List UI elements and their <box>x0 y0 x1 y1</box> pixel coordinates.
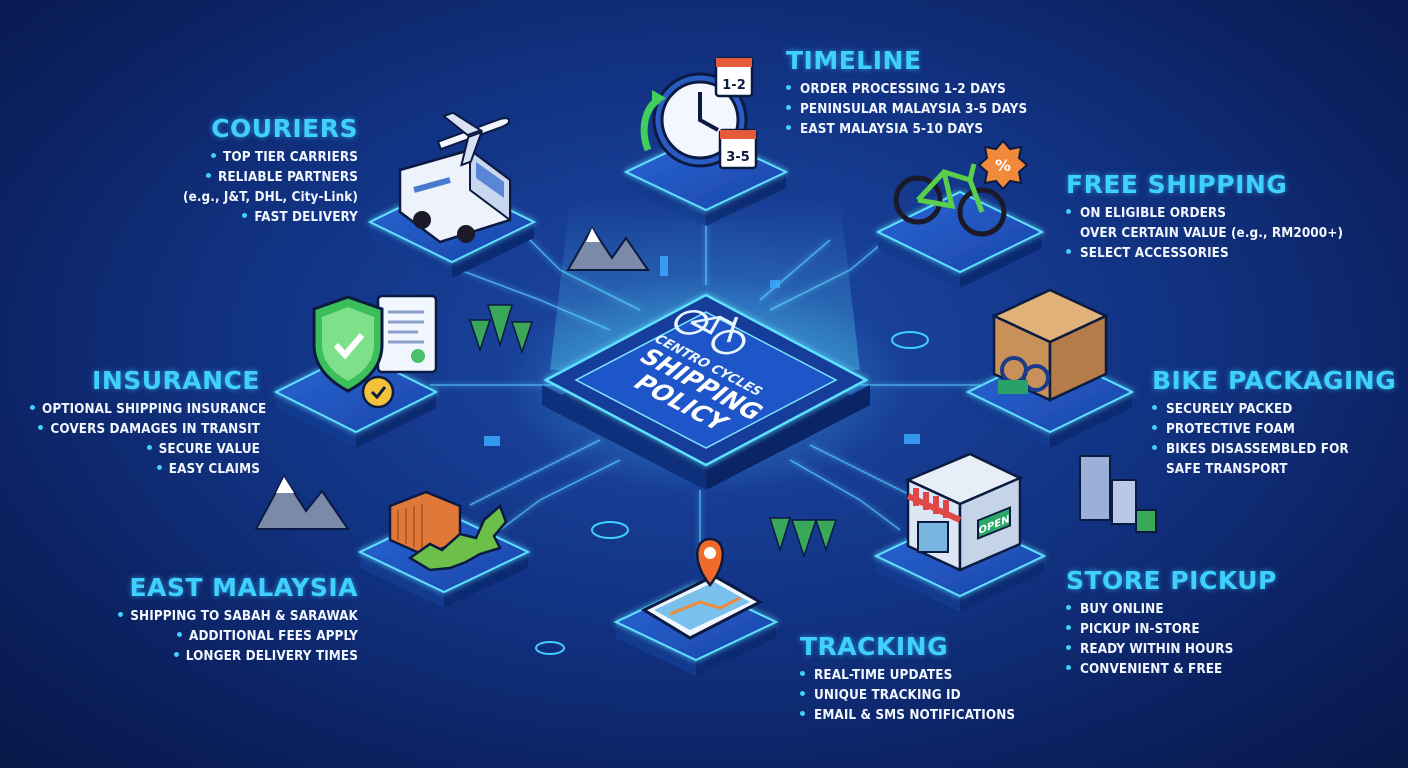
mountain-icon <box>254 475 350 530</box>
list-item: OPTIONAL SHIPPING INSURANCE <box>30 400 266 420</box>
list-item: READY WITHIN HOURS <box>1066 640 1277 660</box>
van-icon <box>398 148 512 244</box>
tracking-title: TRACKING <box>800 632 949 661</box>
tracking-section: TRACKING REAL-TIME UPDATES UNIQUE TRACKI… <box>800 632 1015 726</box>
tracking-list: REAL-TIME UPDATES UNIQUE TRACKING ID EMA… <box>800 666 1015 726</box>
list-item: ORDER PROCESSING 1-2 DAYS <box>786 80 1027 100</box>
free-shipping-section: FREE SHIPPING ON ELIGIBLE ORDERS OVER CE… <box>1066 170 1343 264</box>
list-item: TOP TIER CARRIERS <box>180 148 358 168</box>
list-item: SAFE TRANSPORT <box>1166 462 1288 477</box>
list-item: EAST MALAYSIA 5-10 DAYS <box>786 120 1027 140</box>
shield-icon <box>312 295 384 393</box>
location-marker-icon <box>535 331 929 655</box>
list-item: SHIPPING TO SABAH & SARAWAK <box>100 607 358 627</box>
list-item: RELIABLE PARTNERS <box>180 168 358 188</box>
east-malaysia-list: SHIPPING TO SABAH & SARAWAK ADDITIONAL F… <box>100 607 358 667</box>
list-item: FAST DELIVERY <box>180 208 358 228</box>
bike-packaging-list: SECURELY PACKED PROTECTIVE FOAM BIKES DI… <box>1152 400 1396 480</box>
list-item: OVER CERTAIN VALUE (e.g., RM2000+) <box>1080 226 1344 241</box>
bicycle-icon <box>893 163 1007 237</box>
document-icon <box>376 294 438 374</box>
buildings-icon <box>1079 455 1157 533</box>
list-item: UNIQUE TRACKING ID <box>800 686 1015 706</box>
store-pickup-list: BUY ONLINE PICKUP IN-STORE READY WITHIN … <box>1066 600 1277 680</box>
list-item: PROTECTIVE FOAM <box>1152 420 1396 440</box>
bike-packaging-title: BIKE PACKAGING <box>1152 366 1397 395</box>
store-pickup-section: STORE PICKUP BUY ONLINE PICKUP IN-STORE … <box>1066 566 1277 680</box>
list-item: SECURELY PACKED <box>1152 400 1396 420</box>
bike-logo-icon <box>674 310 746 355</box>
list-item: COVERS DAMAGES IN TRANSIT <box>30 420 260 440</box>
list-item: CONVENIENT & FREE <box>1066 660 1277 680</box>
couriers-title: COURIERS <box>211 114 358 143</box>
mountain-icon <box>566 226 650 271</box>
list-item: EASY CLAIMS <box>30 460 260 480</box>
svg-text:3-5: 3-5 <box>726 150 750 165</box>
svg-text:%: % <box>995 156 1011 175</box>
east-malaysia-section: EAST MALAYSIA SHIPPING TO SABAH & SARAWA… <box>100 573 358 667</box>
shipping-container-icon <box>388 490 462 558</box>
timeline-title: TIMELINE <box>786 46 922 75</box>
east-malaysia-title: EAST MALAYSIA <box>129 573 358 602</box>
central-hub: CENTRO CYCLES SHIPPING POLICY <box>542 293 870 490</box>
phone-map-icon <box>640 574 764 640</box>
location-pin-icon <box>696 537 724 587</box>
insurance-section: INSURANCE OPTIONAL SHIPPING INSURANCE CO… <box>30 366 266 480</box>
list-item: ON ELIGIBLE ORDERS <box>1066 204 1343 224</box>
timeline-section: TIMELINE ORDER PROCESSING 1-2 DAYS PENIN… <box>786 46 1027 140</box>
coin-icon <box>361 375 395 409</box>
list-item: BUY ONLINE <box>1066 600 1277 620</box>
list-item: PENINSULAR MALAYSIA 3-5 DAYS <box>786 100 1027 120</box>
free-shipping-list: ON ELIGIBLE ORDERS OVER CERTAIN VALUE (e… <box>1066 204 1343 264</box>
decorative-cubes <box>484 256 920 446</box>
list-item: EMAIL & SMS NOTIFICATIONS <box>800 706 1015 726</box>
bike-packaging-section: BIKE PACKAGING SECURELY PACKED PROTECTIV… <box>1152 366 1396 480</box>
store-pickup-title: STORE PICKUP <box>1066 566 1277 595</box>
list-item: (e.g., J&T, DHL, City-Link) <box>183 190 358 205</box>
svg-text:1-2: 1-2 <box>722 78 746 93</box>
malaysia-map-icon <box>407 503 508 572</box>
calendar-icon: 1-2 <box>714 56 754 98</box>
calendar-icon: 3-5 <box>718 128 758 170</box>
list-item: REAL-TIME UPDATES <box>800 666 1015 686</box>
free-shipping-title: FREE SHIPPING <box>1066 170 1288 199</box>
insurance-list: OPTIONAL SHIPPING INSURANCE COVERS DAMAG… <box>30 400 266 480</box>
timeline-list: ORDER PROCESSING 1-2 DAYS PENINSULAR MAL… <box>786 80 1027 140</box>
list-item: BIKES DISASSEMBLED FOR <box>1152 440 1396 460</box>
package-box-icon <box>991 288 1109 402</box>
couriers-list: TOP TIER CARRIERS RELIABLE PARTNERS (e.g… <box>180 148 358 228</box>
airplane-icon <box>436 111 511 167</box>
list-item: LONGER DELIVERY TIMES <box>100 647 358 667</box>
insurance-title: INSURANCE <box>92 366 260 395</box>
list-item: SELECT ACCESSORIES <box>1066 244 1343 264</box>
list-item: ADDITIONAL FEES APPLY <box>100 627 358 647</box>
store-icon: OPEN <box>904 452 1024 572</box>
free-shipping-platform <box>875 190 1045 288</box>
list-item: PICKUP IN-STORE <box>1066 620 1277 640</box>
discount-badge-icon: % <box>977 139 1029 191</box>
list-item: SECURE VALUE <box>30 440 260 460</box>
tree-group-icon <box>468 304 838 559</box>
couriers-section: COURIERS TOP TIER CARRIERS RELIABLE PART… <box>180 114 358 228</box>
